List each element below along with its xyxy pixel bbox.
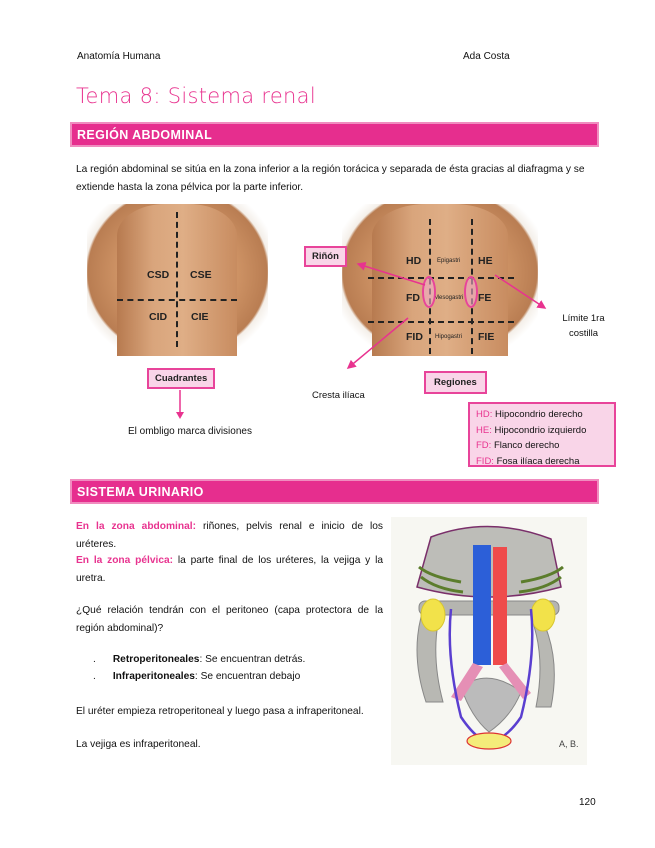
header-right: Ada Costa (463, 51, 510, 62)
region-label: FIE (478, 331, 495, 343)
regions-box: Regiones (424, 371, 487, 394)
quadrants-box: Cuadrantes (147, 368, 216, 389)
section-heading: SISTEMA URINARIO (70, 479, 599, 504)
region-label: HE (478, 255, 493, 267)
region-label: FD (406, 292, 420, 304)
quadrants-image: CSD CSE CID CIE (87, 204, 268, 356)
pelvic-zone-text: En la zona pélvica: la parte final de lo… (76, 555, 383, 584)
bullet-item: . Retroperitoneales: Se encuentran detrá… (93, 654, 306, 665)
regions-image: HD Epigastri HE FD Mesogastri FE FID Hip… (342, 204, 538, 356)
bladder-paragraph: La vejiga es infraperitoneal. (76, 739, 201, 750)
iliac-crest-label: Cresta ilíaca (312, 390, 365, 401)
urinary-system-illustration: A, B. (391, 517, 587, 765)
page-number: 120 (579, 797, 596, 808)
bullet-item: . Infraperitoneales: Se encuentran debaj… (93, 671, 301, 682)
region-label: HD (406, 255, 422, 267)
legend-item: FD: Flanco derecho (476, 440, 560, 451)
legend-item: HE: Hipocondrio izquierdo (476, 424, 587, 436)
header-left: Anatomía Humana (77, 51, 161, 62)
annotation-arrows (346, 261, 547, 369)
kidney-marker (422, 276, 436, 308)
navel-note: El ombligo marca divisiones (128, 426, 252, 437)
intro-paragraph: La región abdominal se sitúa en la zona … (76, 164, 585, 193)
section-heading: REGIÓN ABDOMINAL (70, 122, 599, 147)
legend-item: HD: Hipocondrio derecho (476, 409, 583, 420)
region-label: Mesogastri (434, 295, 464, 301)
kidney-box: Riñón (304, 246, 347, 267)
ureter-paragraph: El uréter empieza retroperitoneal y lueg… (76, 706, 364, 717)
region-label: FID (406, 331, 423, 343)
abdominal-zone-text: En la zona abdominal: riñones, pelvis re… (76, 521, 383, 550)
legend-item: FID: Fosa ilíaca derecha (476, 455, 580, 467)
quadrant-label: CSE (190, 269, 212, 281)
region-label: FE (478, 292, 492, 304)
page-title: Tema 8: Sistema renal (76, 84, 316, 108)
regions-legend: HD: Hipocondrio derecho HE: Hipocondrio … (468, 402, 616, 467)
peritoneum-question: ¿Qué relación tendrán con el peritoneo (… (76, 605, 383, 634)
quadrant-label: CIE (191, 311, 209, 323)
arrow-down-icon (176, 390, 184, 419)
region-label: Epigastri (437, 258, 461, 264)
region-label: Hipogastri (435, 334, 463, 340)
quadrant-label: CSD (147, 269, 170, 281)
quadrant-label: CID (149, 311, 168, 323)
kidney-marker (464, 276, 478, 308)
rib-limit-label: Límite 1ra costilla (562, 313, 605, 339)
figure-mark: A, B. (559, 739, 579, 749)
